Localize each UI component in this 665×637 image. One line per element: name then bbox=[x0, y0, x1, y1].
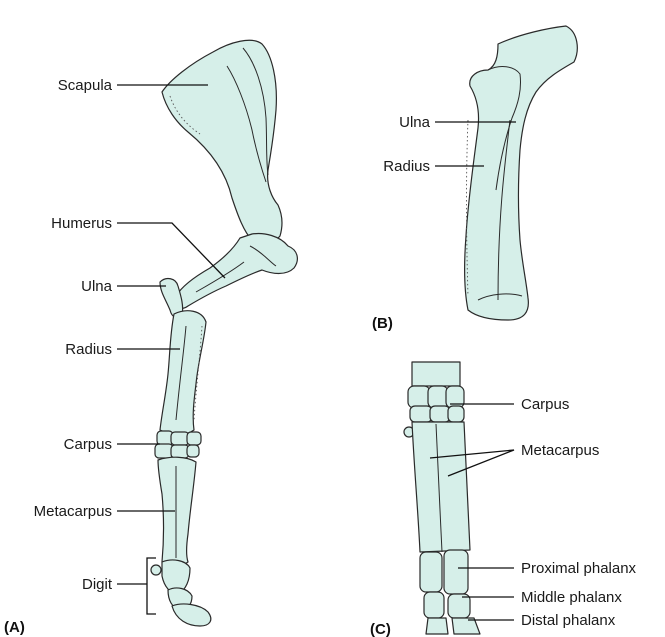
label-metacarpus-c: Metacarpus bbox=[521, 442, 599, 459]
label-metacarpus-a: Metacarpus bbox=[34, 503, 112, 520]
panel-c: Carpus Metacarpus Proximal phalanx Middl… bbox=[370, 362, 637, 637]
label-radius-a: Radius bbox=[65, 341, 112, 358]
panel-tag-c: (C) bbox=[370, 621, 391, 637]
label-carpus-a: Carpus bbox=[64, 436, 112, 453]
digit-bones-a bbox=[151, 560, 211, 626]
label-humerus: Humerus bbox=[51, 215, 112, 232]
label-carpus-c: Carpus bbox=[521, 396, 569, 413]
scapula-bone bbox=[162, 40, 282, 243]
label-ulna-b: Ulna bbox=[399, 114, 431, 131]
label-digit: Digit bbox=[82, 576, 113, 593]
radius-bone-a bbox=[160, 311, 206, 435]
panel-tag-b: (B) bbox=[372, 315, 393, 332]
panel-tag-a: (A) bbox=[4, 619, 25, 636]
label-scapula: Scapula bbox=[58, 77, 113, 94]
label-distal-phalanx: Distal phalanx bbox=[521, 612, 616, 629]
label-middle-phalanx: Middle phalanx bbox=[521, 589, 622, 606]
ulna-radius-bone-b bbox=[465, 26, 578, 320]
panel-b: Ulna Radius (B) bbox=[372, 26, 577, 332]
label-proximal-phalanx: Proximal phalanx bbox=[521, 560, 637, 577]
phalanges-c bbox=[420, 550, 480, 634]
label-ulna-a: Ulna bbox=[81, 278, 113, 295]
panel-a: Scapula Humerus Ulna Radius Carpus Metac… bbox=[4, 40, 297, 636]
carpus-bones-a bbox=[155, 431, 201, 458]
label-radius-b: Radius bbox=[383, 158, 430, 175]
metacarpus-bone-a bbox=[158, 457, 196, 566]
